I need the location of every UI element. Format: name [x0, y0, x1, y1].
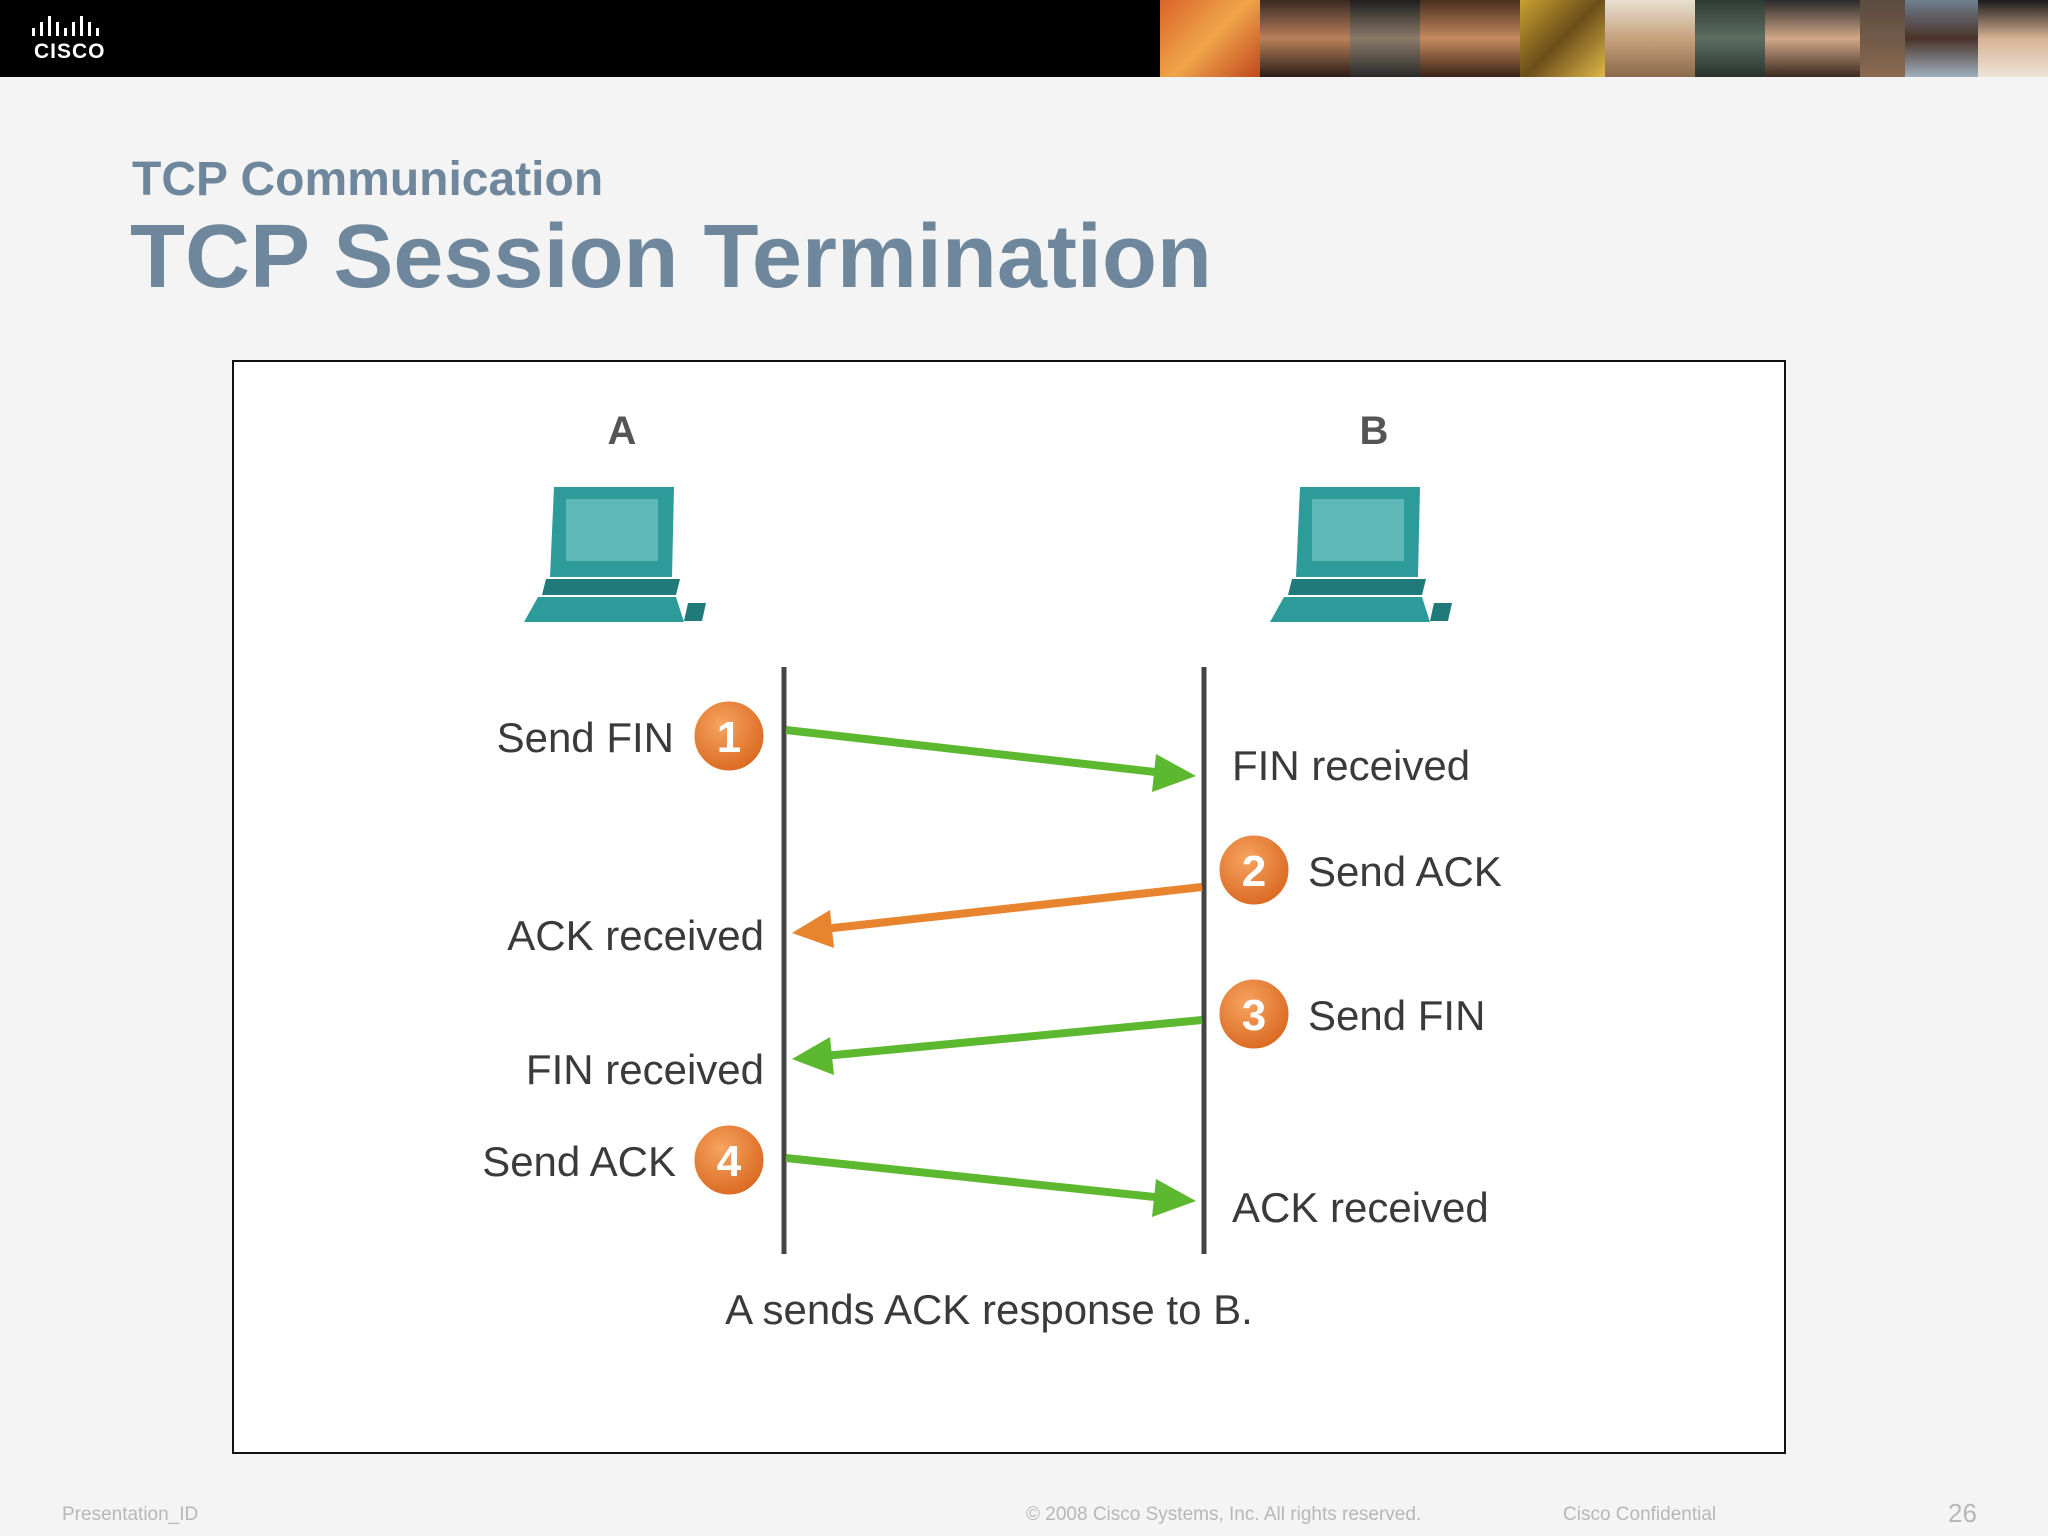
step-2: 2 Send ACK ACK received — [507, 832, 1502, 959]
step-2-a-label: ACK received — [507, 912, 764, 959]
step-2-b-label: Send ACK — [1308, 848, 1502, 895]
step-4-arrowhead — [1152, 1179, 1196, 1217]
page-number: 26 — [1948, 1498, 1977, 1528]
step-1-badge — [691, 698, 767, 774]
photo-person — [1260, 0, 1350, 77]
photo-person — [1978, 0, 2048, 77]
computer-b-icon — [1270, 487, 1452, 622]
step-3-arrowhead — [792, 1037, 834, 1075]
photo-chalkboard — [1695, 0, 1765, 77]
step-1-number: 1 — [717, 713, 741, 762]
step-3-arrow — [823, 1016, 1203, 1060]
step-2-arrow — [823, 883, 1203, 933]
cisco-logo: CISCO — [28, 14, 118, 64]
top-banner: CISCO — [0, 0, 2048, 77]
footer-copyright: © 2008 Cisco Systems, Inc. All rights re… — [1026, 1504, 1422, 1525]
photo-person — [1905, 0, 1978, 77]
diagram-canvas: A B Send FIN 1 FIN received — [482, 409, 1502, 1333]
step-1-arrowhead — [1152, 754, 1196, 792]
step-2-arrowhead — [792, 910, 834, 948]
step-1-arrow — [785, 726, 1165, 777]
photo-person — [1765, 0, 1860, 77]
step-4-b-label: ACK received — [1232, 1184, 1489, 1231]
step-4-number: 4 — [717, 1137, 742, 1186]
step-3: 3 Send FIN FIN received — [526, 976, 1485, 1093]
step-2-number: 2 — [1242, 847, 1266, 896]
diagram-caption: A sends ACK response to B. — [725, 1286, 1253, 1333]
step-4: Send ACK 4 ACK received — [482, 1122, 1489, 1231]
step-1-a-label: Send FIN — [497, 714, 674, 761]
photo-person — [1420, 0, 1520, 77]
photo-pattern — [1160, 0, 1260, 77]
step-4-badge — [691, 1122, 767, 1198]
step-3-number: 3 — [1242, 991, 1266, 1040]
host-a-label: A — [608, 409, 637, 453]
step-4-arrow — [785, 1154, 1165, 1202]
tcp-termination-diagram: A B Send FIN 1 FIN received — [232, 360, 1786, 1454]
slide-title: TCP Session Termination — [130, 207, 1212, 307]
step-4-a-label: Send ACK — [482, 1138, 676, 1185]
footer-presentation-id: Presentation_ID — [62, 1504, 199, 1525]
step-3-b-label: Send FIN — [1308, 992, 1485, 1039]
header-photo-strip — [1160, 0, 2048, 77]
photo-pattern — [1860, 0, 1905, 77]
brand-name: CISCO — [34, 40, 106, 63]
computer-a-icon — [524, 487, 706, 622]
photo-pattern — [1520, 0, 1605, 77]
slide-subtitle: TCP Communication — [132, 153, 604, 206]
cisco-logo-bars-icon — [32, 16, 99, 36]
host-b-label: B — [1360, 409, 1389, 453]
footer-confidential: Cisco Confidential — [1563, 1504, 1717, 1525]
step-1-b-label: FIN received — [1232, 742, 1470, 789]
step-1: Send FIN 1 FIN received — [497, 698, 1470, 792]
photo-person — [1605, 0, 1695, 77]
step-2-badge — [1216, 832, 1292, 908]
step-3-a-label: FIN received — [526, 1046, 764, 1093]
photo-person — [1350, 0, 1420, 77]
step-3-badge — [1216, 976, 1292, 1052]
